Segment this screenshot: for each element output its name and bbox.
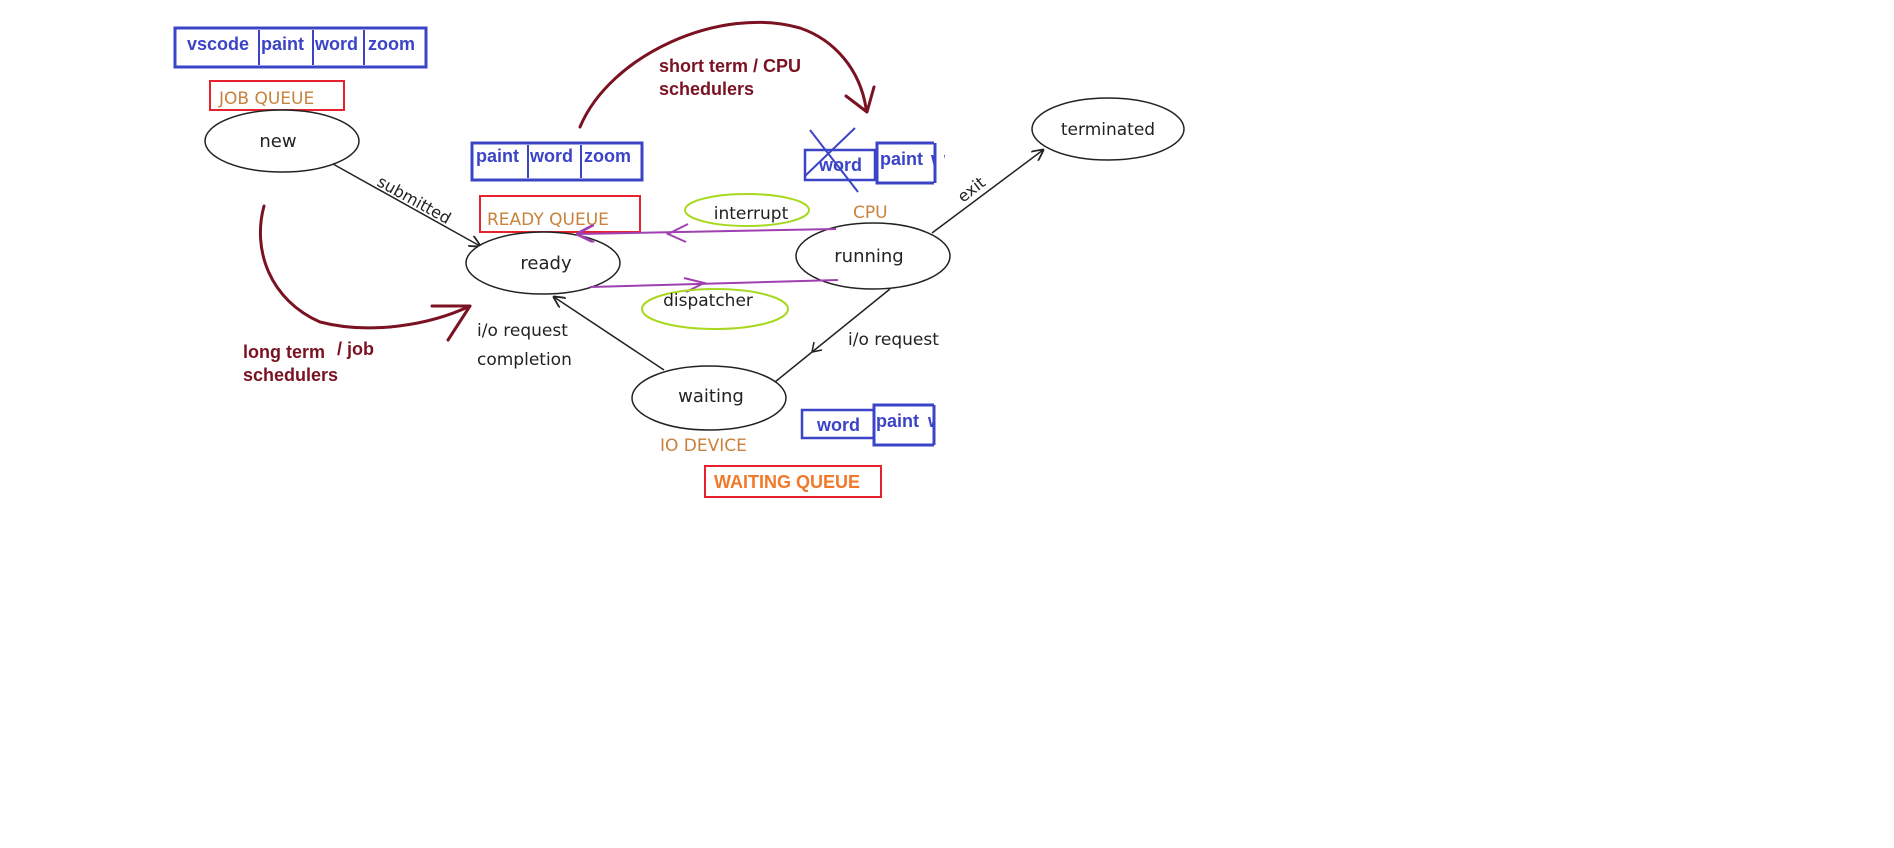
short-term-scheduler-arrow <box>578 20 868 129</box>
job-queue-item-vscode: vscode <box>187 34 249 54</box>
long-term-scheduler-label-2: / job <box>337 339 374 359</box>
svg-text:new: new <box>259 131 296 152</box>
ready-queue-label: READY QUEUE <box>479 195 641 233</box>
label-io-request: i/o request <box>848 330 939 350</box>
waiting-item-paint: paint <box>876 411 919 431</box>
label-submitted: submitted <box>374 172 454 228</box>
svg-text:terminated: terminated <box>1061 120 1155 140</box>
ready-queue-item-word: word <box>529 146 573 166</box>
waiting-item-word: word <box>816 415 860 435</box>
arrow-exit <box>931 150 1043 234</box>
arrow-io-request <box>774 288 891 383</box>
io-device-label: IO DEVICE <box>660 436 747 456</box>
svg-text:interrupt: interrupt <box>714 204 789 224</box>
ready-queue-item-zoom: zoom <box>584 146 631 166</box>
io-request-arrowhead <box>811 341 823 353</box>
job-queue-item-word: word <box>314 34 358 54</box>
job-queue-item-paint: paint <box>261 34 304 54</box>
short-term-scheduler-label-1: short term / CPU <box>659 56 801 76</box>
arrow-io-completion <box>554 297 665 371</box>
svg-text:WAITING QUEUE: WAITING QUEUE <box>714 472 860 492</box>
state-waiting: waiting <box>631 365 787 431</box>
arrow-submitted <box>332 163 480 246</box>
short-term-scheduler-arrowhead <box>844 85 876 114</box>
cpu-item-paint: paint <box>880 149 923 169</box>
long-term-scheduler-arrowhead <box>430 304 472 342</box>
job-queue-label: JOB QUEUE <box>209 80 345 111</box>
svg-text:JOB QUEUE: JOB QUEUE <box>218 89 314 109</box>
long-term-scheduler-label-3: schedulers <box>243 365 338 385</box>
ready-queue-item-paint: paint <box>476 146 519 166</box>
label-exit: exit <box>954 173 989 206</box>
arrow-interrupt <box>578 229 837 234</box>
label-io-completion-2: completion <box>477 350 572 370</box>
svg-text:ready: ready <box>520 253 572 274</box>
interrupt-arrowhead <box>665 223 689 243</box>
cpu-box: word paint w <box>803 127 946 193</box>
svg-text:dispatcher: dispatcher <box>663 291 753 311</box>
svg-text:running: running <box>834 246 903 267</box>
state-new: new <box>204 109 360 173</box>
job-queue-item-zoom: zoom <box>368 34 415 54</box>
state-terminated: terminated <box>1031 97 1185 161</box>
waiting-queue-box: word paint w <box>800 400 944 450</box>
arrow-dispatcher <box>589 279 839 288</box>
state-ready: ready <box>465 231 621 295</box>
svg-text:READY QUEUE: READY QUEUE <box>487 210 609 230</box>
state-running: running <box>795 222 951 290</box>
interrupt-label: interrupt <box>684 193 810 227</box>
cpu-label: CPU <box>853 203 888 223</box>
long-term-scheduler-arrow <box>259 204 472 330</box>
ready-queue-box: paint word zoom <box>470 141 644 182</box>
dispatcher-label: dispatcher <box>641 288 789 330</box>
long-term-scheduler-label-1: long term <box>243 342 325 362</box>
waiting-queue-label: WAITING QUEUE <box>704 465 882 498</box>
label-io-completion-1: i/o request <box>477 321 568 341</box>
job-queue-box: vscode paint word zoom <box>173 26 428 69</box>
cpu-item-word-crossed: word <box>818 155 862 175</box>
svg-text:waiting: waiting <box>678 386 744 407</box>
short-term-scheduler-label-2: schedulers <box>659 79 754 99</box>
